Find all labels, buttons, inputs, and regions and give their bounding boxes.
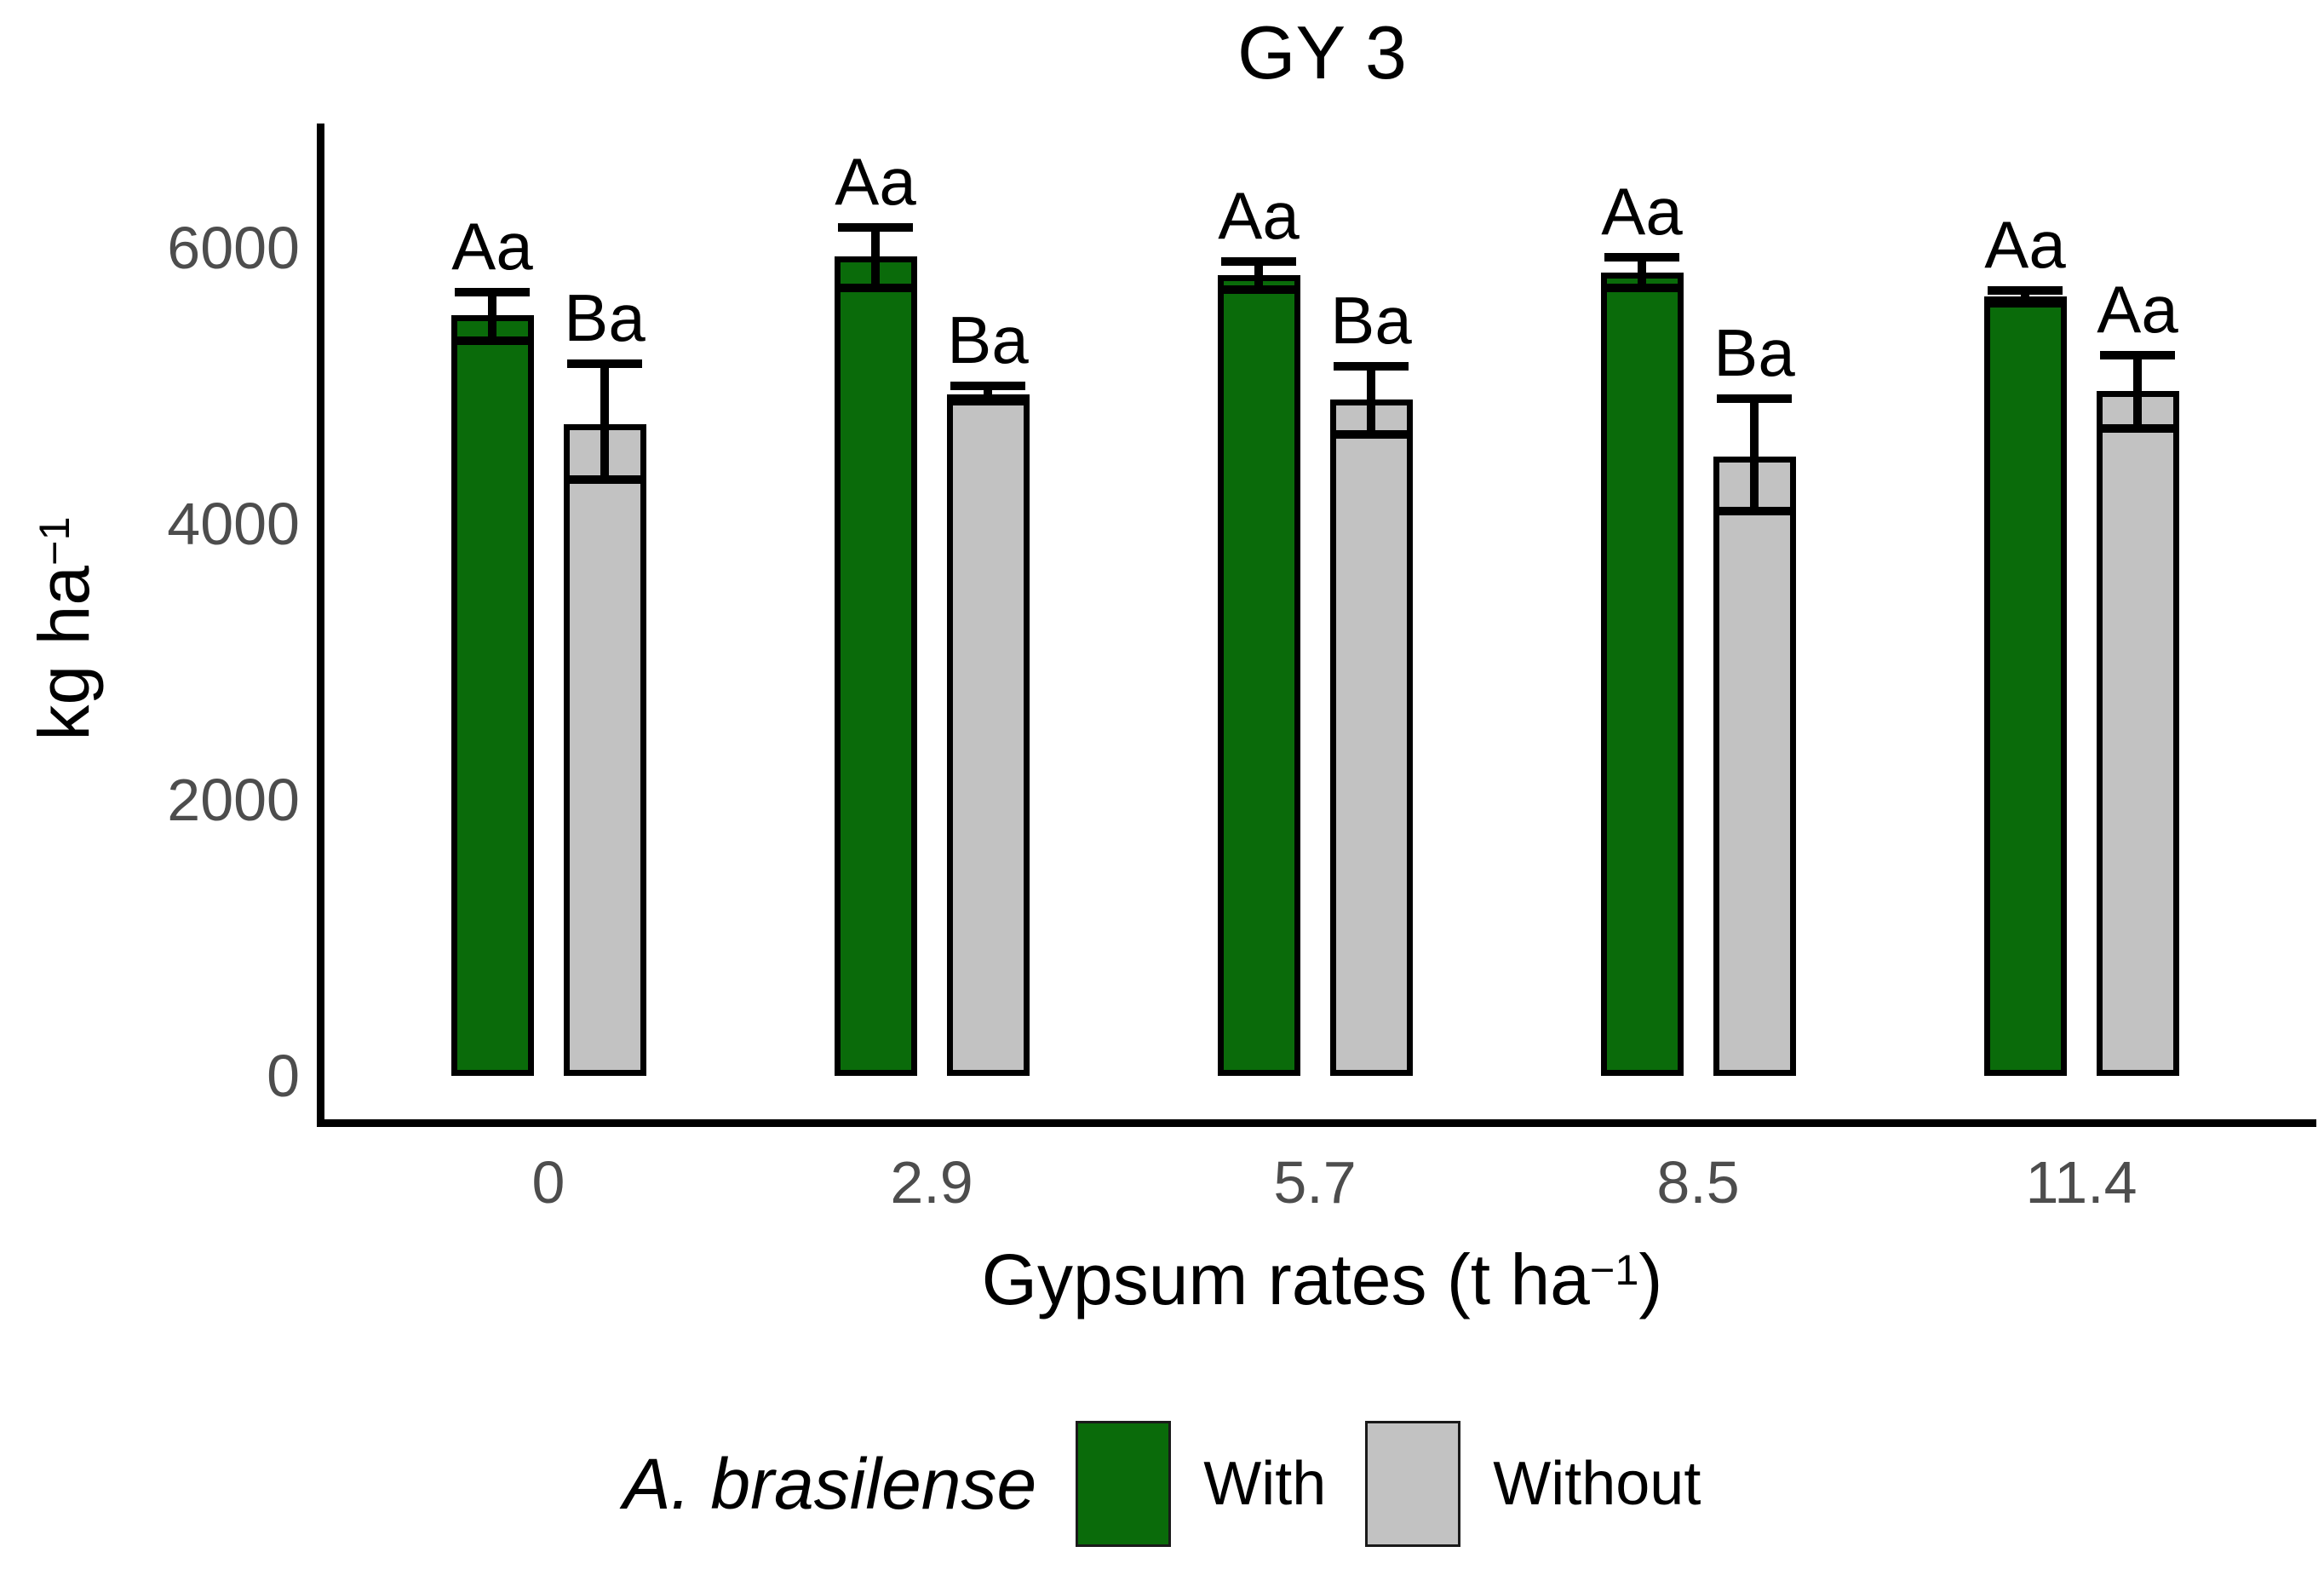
- error-bar-cap-bottom: [455, 336, 530, 345]
- y-tick-label: 6000: [167, 215, 300, 281]
- error-bar-cap-top: [950, 382, 1025, 390]
- x-axis-title-superscript: −1: [1589, 1245, 1639, 1295]
- error-bar-cap-bottom: [838, 283, 913, 292]
- error-bar-line: [984, 386, 992, 401]
- legend-key-without: [1365, 1421, 1461, 1547]
- x-tick-label: 11.4: [2025, 1149, 2138, 1216]
- x-axis-line: [317, 1119, 2316, 1127]
- error-bar-cap-bottom: [1717, 507, 1792, 516]
- significance-label: Ba: [1330, 283, 1412, 359]
- legend: A. brasilense With Without: [0, 1421, 2324, 1547]
- y-axis-line: [317, 124, 324, 1127]
- error-bar-line: [2021, 290, 2029, 303]
- y-tick-label: 2000: [167, 767, 300, 833]
- x-axis-title-close-paren: ): [1638, 1239, 1663, 1319]
- significance-label: Aa: [2097, 272, 2178, 348]
- x-tick-label: 2.9: [890, 1149, 973, 1216]
- y-tick-label: 4000: [167, 491, 300, 557]
- significance-label: Aa: [1218, 178, 1300, 254]
- error-bar-line: [1254, 262, 1263, 290]
- legend-key-with: [1076, 1421, 1172, 1547]
- error-bar-cap-top: [1717, 394, 1792, 403]
- bar-with: [1983, 296, 2067, 1076]
- legend-label: Without: [1493, 1450, 1701, 1518]
- legend-label: With: [1203, 1450, 1327, 1518]
- error-bar-line: [1367, 366, 1375, 434]
- error-bar-line: [1750, 398, 1759, 512]
- x-tick-label: 5.7: [1273, 1149, 1357, 1216]
- significance-label: Aa: [1984, 207, 2066, 283]
- error-bar-cap-bottom: [1604, 283, 1679, 292]
- significance-label: Ba: [947, 302, 1029, 377]
- error-bar-line: [600, 364, 609, 480]
- significance-label: Aa: [835, 143, 916, 219]
- bar-without: [1329, 400, 1413, 1076]
- chart-title: GY 3: [1237, 10, 1407, 95]
- error-bar-line: [871, 227, 880, 288]
- legend-item-with: With: [1076, 1421, 1326, 1547]
- y-axis-title-text: kg ha: [24, 565, 104, 741]
- error-bar-line: [1638, 257, 1646, 288]
- error-bar-cap-top: [2100, 351, 2175, 360]
- error-bar-cap-bottom: [567, 475, 642, 485]
- error-bar-cap-top: [1604, 253, 1679, 262]
- bar-without: [1713, 456, 1796, 1076]
- bar-with: [450, 315, 534, 1076]
- bar-without: [563, 424, 646, 1076]
- bar-with: [834, 256, 917, 1076]
- error-bar-cap-bottom: [2100, 424, 2175, 434]
- bar-without: [2096, 391, 2179, 1076]
- significance-label: Ba: [564, 280, 646, 356]
- error-bar-cap-top: [455, 287, 530, 296]
- x-axis-title: Gypsum rates (t ha−1): [320, 1237, 2324, 1323]
- error-bar-line: [2133, 355, 2142, 429]
- bar-with: [1600, 273, 1684, 1076]
- x-tick-label: 8.5: [1656, 1149, 1740, 1216]
- error-bar-cap-top: [1988, 286, 2063, 296]
- error-bar-cap-top: [1334, 362, 1409, 371]
- error-bar-line: [488, 291, 496, 341]
- significance-label: Aa: [451, 208, 533, 284]
- bar-without: [946, 394, 1030, 1076]
- error-bar-cap-top: [838, 222, 913, 232]
- error-bar-cap-bottom: [1334, 429, 1409, 439]
- x-tick-label: 0: [531, 1149, 565, 1216]
- error-bar-cap-top: [1221, 257, 1296, 267]
- significance-label: Aa: [1601, 174, 1683, 250]
- bar-with: [1217, 275, 1300, 1076]
- significance-label: Ba: [1713, 314, 1795, 390]
- legend-item-without: Without: [1365, 1421, 1701, 1547]
- error-bar-cap-bottom: [1988, 298, 2063, 308]
- error-bar-cap-bottom: [950, 396, 1025, 405]
- legend-title: A. brasilense: [623, 1443, 1037, 1524]
- error-bar-cap-top: [567, 359, 642, 369]
- error-bar-cap-bottom: [1221, 285, 1296, 294]
- x-axis-title-text: Gypsum rates (t ha: [981, 1239, 1590, 1319]
- y-tick-label: 0: [267, 1043, 300, 1109]
